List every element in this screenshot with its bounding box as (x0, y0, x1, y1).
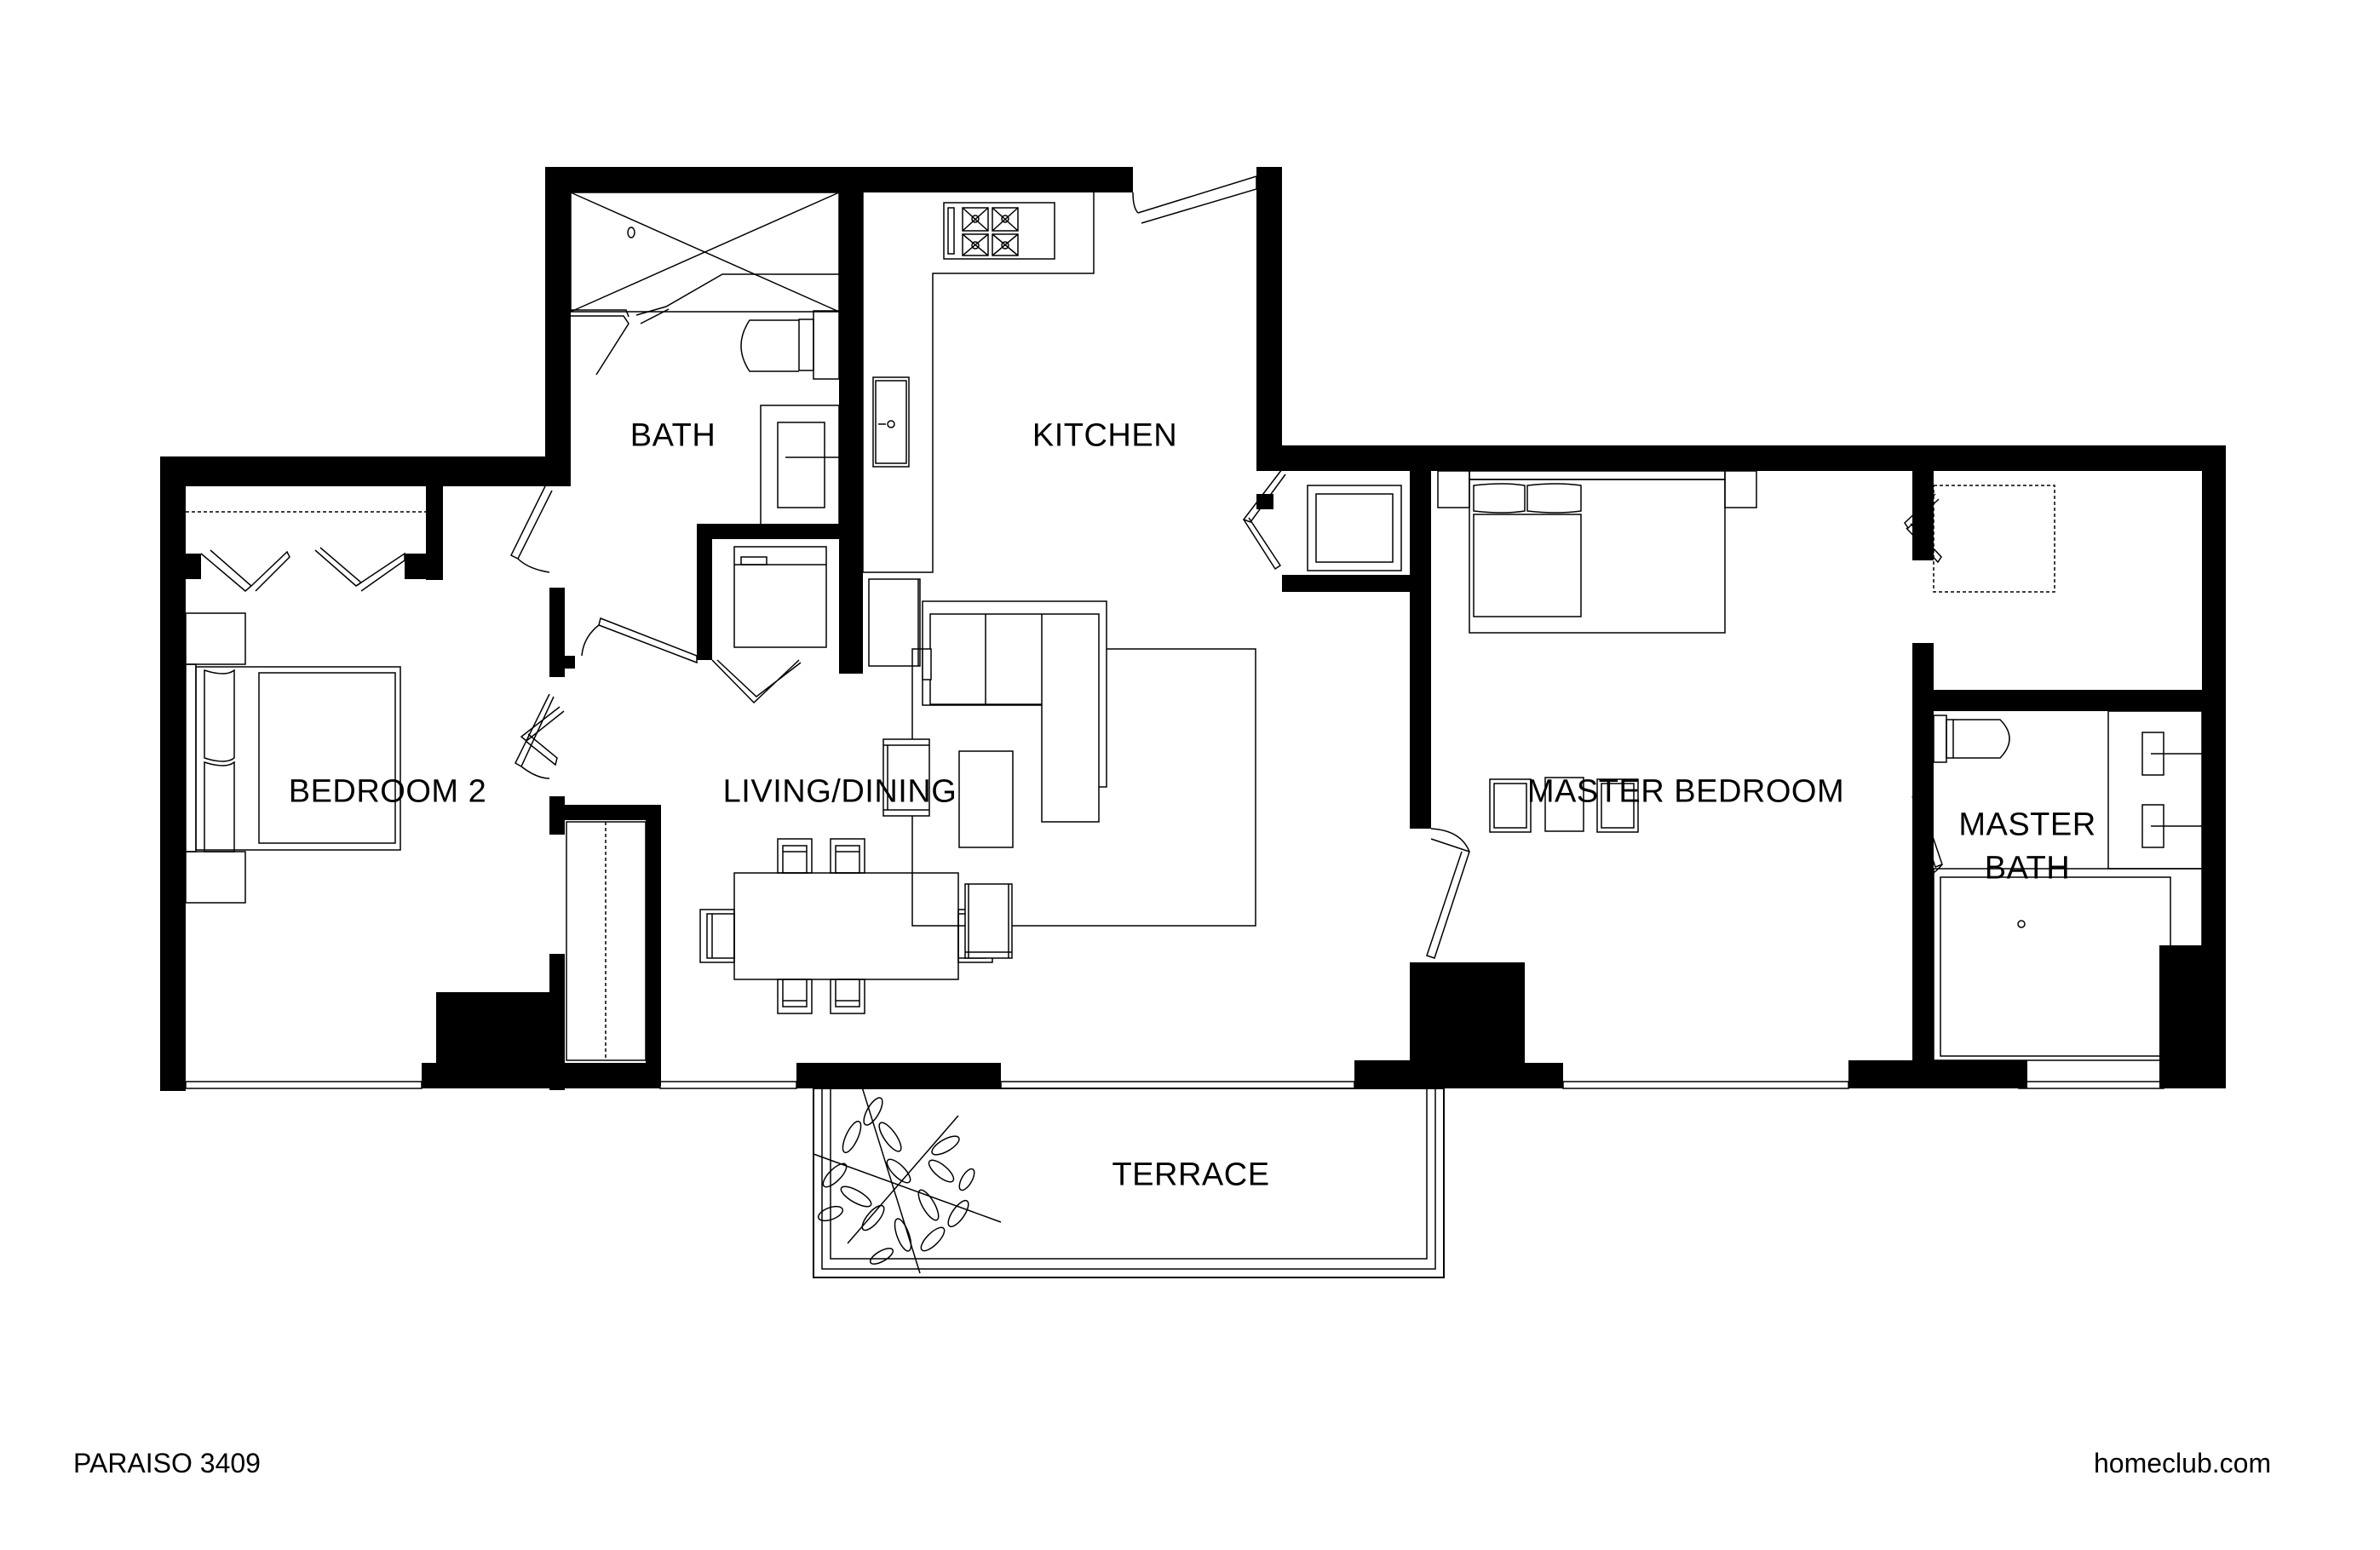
coffee-table-icon (958, 750, 1014, 848)
room-label-master-bath: MASTER BATH (1958, 804, 2095, 892)
room-label-bedroom-2: BEDROOM 2 (288, 773, 487, 810)
terrace-railing (813, 1088, 1445, 1278)
armchair-icon (882, 738, 1013, 959)
hall-door (581, 617, 698, 664)
unit-name: PARAISO 3409 (73, 1448, 261, 1478)
windows (185, 1081, 2164, 1089)
fridge-icon (868, 578, 921, 667)
master-bath-door (1911, 793, 1943, 878)
room-label-living-dining: LIVING/DINING (722, 773, 957, 810)
master-vanity (2107, 710, 2203, 870)
sink-icon (760, 405, 840, 538)
stove-icon (943, 202, 1055, 260)
master-entry-door (1426, 828, 1470, 959)
room-label-kitchen: KITCHEN (1032, 417, 1178, 454)
room-label-master-bedroom: MASTER BEDROOM (1526, 773, 1845, 810)
bath-door (509, 485, 553, 573)
walls (160, 167, 2226, 1091)
kitchen-counter (862, 192, 1095, 573)
website-link[interactable]: homeclub.com (2094, 1448, 2272, 1478)
toilet-icon (740, 310, 840, 380)
plant-icon (813, 1081, 1002, 1274)
bedroom2-door (515, 693, 565, 779)
bed-icon (185, 612, 401, 904)
shower-icon (570, 192, 840, 376)
master-bath-line2: BATH (1984, 851, 2071, 887)
master-toilet-icon (1933, 715, 2010, 763)
master-bed-icon (1437, 470, 1757, 634)
master-seating (1489, 777, 1639, 833)
room-label-terrace: TERRACE (1112, 1157, 1270, 1193)
room-label-bath: BATH (629, 417, 716, 454)
bedroom2-wardrobe (566, 821, 647, 1061)
pantry-icon (1307, 485, 1402, 571)
washer-icon (711, 546, 827, 704)
bathtub-icon (1933, 868, 2203, 1061)
kitchen-sink-icon (872, 376, 910, 468)
master-closet (1904, 485, 2055, 593)
master-bath-line1: MASTER (1958, 807, 2096, 843)
sofa-icon (922, 600, 1107, 823)
bedroom2-closet (186, 511, 426, 592)
kitchen-door (1132, 175, 1286, 571)
